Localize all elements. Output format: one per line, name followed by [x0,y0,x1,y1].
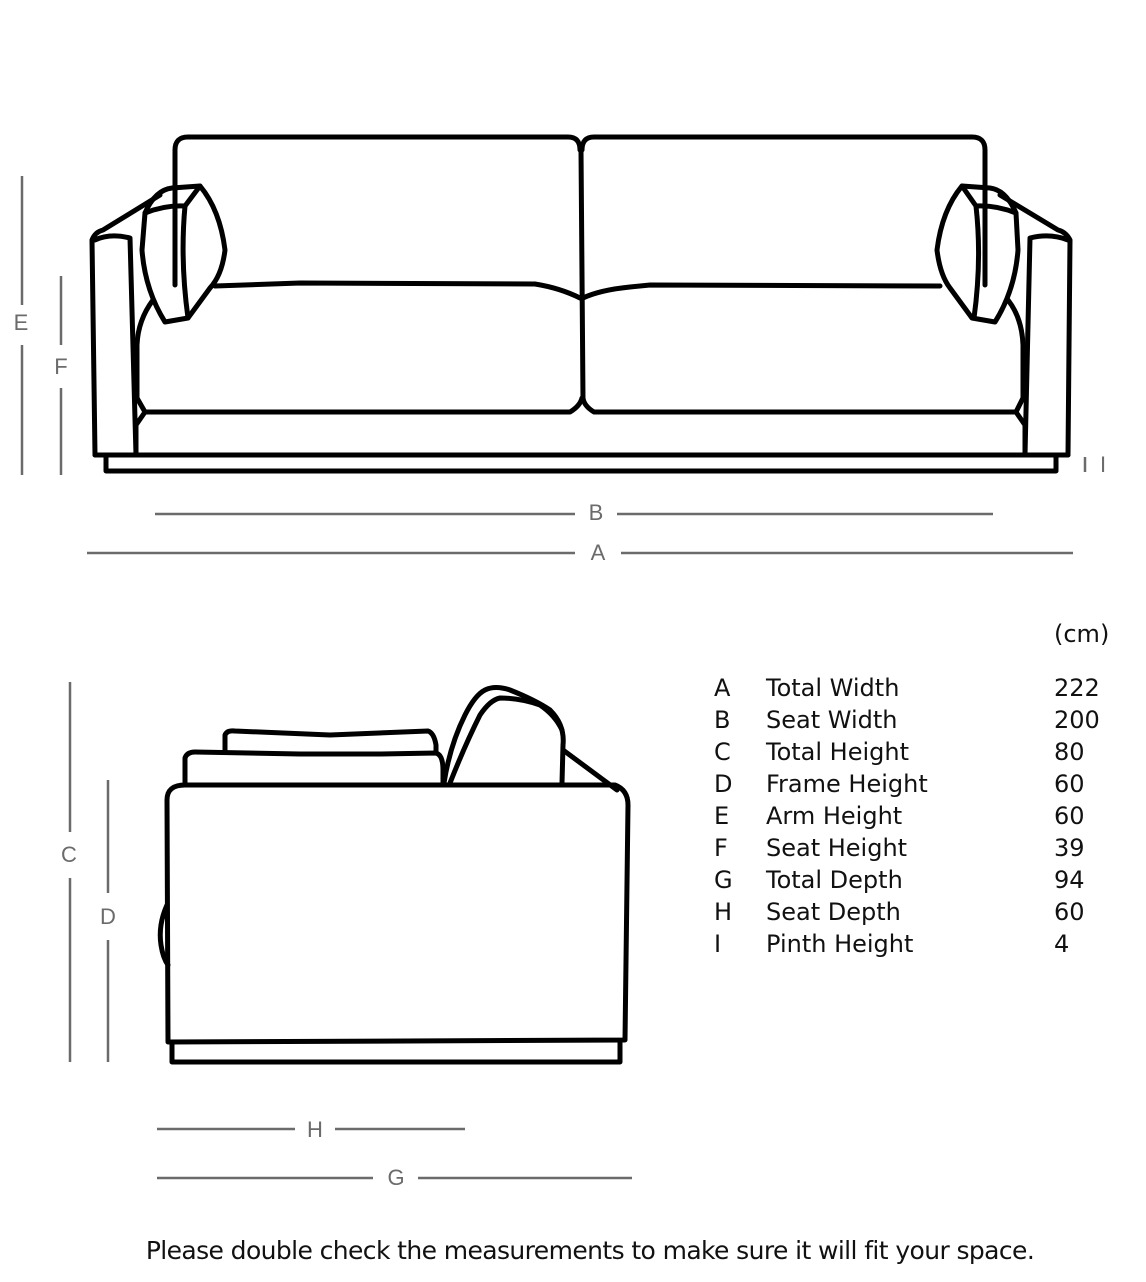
spec-key: F [714,834,728,862]
spec-value: 4 [1054,930,1070,958]
spec-key: B [714,706,731,734]
unit-label: (cm) [1054,620,1110,648]
spec-value: 80 [1054,738,1085,766]
spec-value: 60 [1054,770,1085,798]
dimension-label-i: I [1095,454,1111,476]
spec-row: E Arm Height 60 [714,800,1134,832]
dimension-label-f: F [50,356,72,378]
spec-row: G Total Depth 94 [714,864,1134,896]
spec-key: C [714,738,731,766]
spec-value: 39 [1054,834,1085,862]
spec-key: E [714,802,730,830]
spec-name: Total Height [766,738,910,766]
dimension-label-b: B [584,502,608,524]
dimension-label-a: A [586,542,610,564]
dimension-label-c: C [57,844,81,866]
spec-row: H Seat Depth 60 [714,896,1134,928]
spec-row: A Total Width 222 [714,672,1134,704]
spec-key: I [714,930,722,958]
spec-value: 60 [1054,802,1085,830]
spec-name: Frame Height [766,770,928,798]
footer-note: Please double check the measurements to … [145,1236,1035,1265]
spec-name: Seat Height [766,834,908,862]
spec-row: F Seat Height 39 [714,832,1134,864]
spec-key: D [714,770,733,798]
spec-row: B Seat Width 200 [714,704,1134,736]
spec-row: I Pinth Height 4 [714,928,1134,960]
dimension-label-h: H [303,1119,327,1141]
spec-row: C Total Height 80 [714,736,1134,768]
spec-key: H [714,898,733,926]
spec-key: A [714,674,731,702]
sofa-side-view [157,685,631,1065]
spec-name: Seat Depth [766,898,901,926]
spec-name: Seat Width [766,706,898,734]
spec-value: 222 [1054,674,1100,702]
spec-value: 200 [1054,706,1100,734]
dimension-label-g: G [383,1167,409,1189]
spec-value: 94 [1054,866,1085,894]
dimension-label-d: D [96,906,120,928]
spec-name: Total Depth [766,866,903,894]
spec-key: G [714,866,733,894]
spec-name: Pinth Height [766,930,914,958]
spec-name: Arm Height [766,802,903,830]
spec-value: 60 [1054,898,1085,926]
spec-name: Total Width [766,674,900,702]
spec-row: D Frame Height 60 [714,768,1134,800]
dimension-label-e: E [9,312,33,334]
